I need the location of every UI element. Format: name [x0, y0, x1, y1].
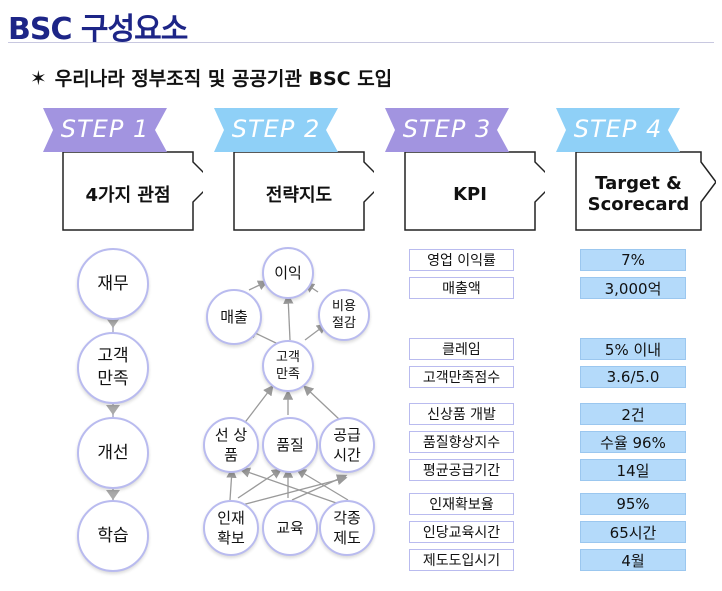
- arrow-down-icon: [106, 318, 120, 328]
- step-3-tag: STEP 3: [402, 115, 492, 143]
- strategy-sales: 매출: [206, 289, 262, 345]
- step-2-tag: STEP 2: [231, 115, 321, 143]
- step-2-shape: [214, 108, 374, 231]
- step-4-shape: [556, 108, 716, 231]
- step-3-label: KPI: [453, 183, 487, 205]
- step-2-label: 전략지도: [265, 185, 333, 206]
- perspective-customer: 고객 만족: [77, 332, 149, 404]
- star-bullet-icon: ✶: [30, 65, 47, 90]
- kpi-item: 영업 이익률: [409, 249, 514, 271]
- step-4: STEP 4 Target & Scorecard: [556, 106, 716, 232]
- subtitle-text: 우리나라 정부조직 및 공공기관 BSC 도입: [54, 68, 393, 90]
- step-1-tag: STEP 1: [60, 115, 150, 143]
- step-4-tag: STEP 4: [573, 115, 663, 143]
- step-2: STEP 2 전략지도: [214, 106, 374, 232]
- strategy-first-launch: 선 상품: [203, 417, 259, 473]
- target-item: 7%: [580, 249, 686, 271]
- target-item: 95%: [580, 493, 686, 515]
- target-item: 5% 이내: [580, 338, 686, 360]
- kpi-item: 제도도입시기: [409, 549, 514, 571]
- strategy-profit: 이익: [262, 247, 314, 299]
- target-item: 수율 96%: [580, 431, 686, 453]
- target-item: 2건: [580, 403, 686, 425]
- kpi-item: 품질향상지수: [409, 431, 514, 453]
- target-item: 14일: [580, 459, 686, 481]
- strategy-cost-saving: 비용 절감: [318, 289, 370, 341]
- step-3-shape: [385, 108, 545, 231]
- kpi-item: 평균공급기간: [409, 459, 514, 481]
- strategy-customer: 고객 만족: [262, 340, 314, 392]
- strategy-first-launch-label: 선 상품: [214, 426, 248, 464]
- kpi-item: 인당교육시간: [409, 521, 514, 543]
- page-title: BSC 구성요소: [8, 12, 188, 47]
- strategy-systems-label: 각종 제도: [333, 509, 361, 547]
- kpi-item: 인재확보율: [409, 493, 514, 515]
- target-item: 3.6/5.0: [580, 366, 686, 388]
- step-1-label: 4가지 관점: [85, 185, 171, 206]
- strategy-talent-label: 인재 확보: [217, 509, 245, 547]
- kpi-item: 매출액: [409, 277, 514, 299]
- perspective-customer-label: 고객 만족: [97, 346, 129, 389]
- step-1-shape: [43, 108, 203, 231]
- arrow-down-icon: [106, 490, 120, 500]
- strategy-supply-time-label: 공급 시간: [333, 426, 361, 464]
- strategy-cost-saving-label: 비용 절감: [332, 299, 356, 331]
- strategy-quality: 품질: [262, 417, 318, 473]
- strategy-talent: 인재 확보: [203, 500, 259, 556]
- target-item: 3,000억: [580, 277, 686, 299]
- subtitle: ✶ 우리나라 정부조직 및 공공기관 BSC 도입: [30, 64, 392, 91]
- strategy-education: 교육: [262, 500, 318, 556]
- perspective-learning: 학습: [77, 500, 149, 572]
- kpi-item: 고객만족점수: [409, 366, 514, 388]
- kpi-item: 신상품 개발: [409, 403, 514, 425]
- kpi-item: 클레임: [409, 338, 514, 360]
- step-3: STEP 3 KPI: [385, 106, 545, 232]
- step-1: STEP 1 4가지 관점: [43, 106, 203, 232]
- target-item: 4월: [580, 549, 686, 571]
- perspective-finance: 재무: [77, 248, 149, 320]
- step-4-label: Target & Scorecard: [587, 173, 690, 215]
- arrow-down-icon: [106, 405, 120, 415]
- strategy-supply-time: 공급 시간: [319, 417, 375, 473]
- strategy-systems: 각종 제도: [319, 500, 375, 556]
- strategy-customer-label: 고객 만족: [276, 350, 300, 382]
- perspective-process: 개선: [77, 417, 149, 489]
- title-divider: [8, 42, 714, 43]
- target-item: 65시간: [580, 521, 686, 543]
